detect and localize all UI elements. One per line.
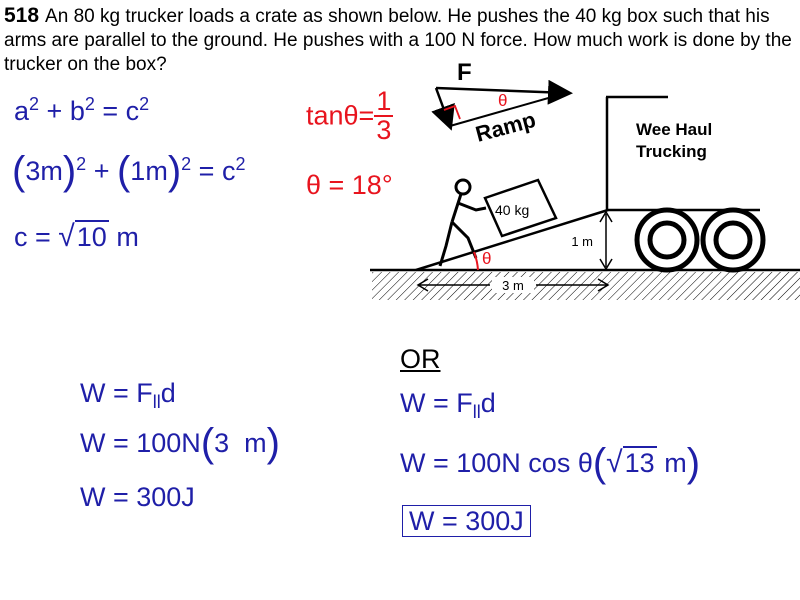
hypotenuse-result: c = √10 m <box>14 220 139 253</box>
work-formula-lhs-right: W = F <box>400 388 473 418</box>
box-mass-label: 40 kg <box>495 202 529 218</box>
c-lhs: c <box>14 222 28 252</box>
tan-numerator: 1 <box>374 86 394 117</box>
problem-number: 518 <box>4 4 40 27</box>
trucker-arm <box>457 201 487 212</box>
ramp-component-line <box>449 92 567 127</box>
c-unit: m <box>116 222 139 252</box>
work-formula-rhs-right: d <box>480 388 496 418</box>
sub-exp-2: 2 <box>181 154 192 174</box>
exp-a: 2 <box>29 94 40 114</box>
right-angle-mark <box>443 104 461 120</box>
solution-right-line1: W = Flld <box>400 388 496 422</box>
term-b: b <box>69 96 85 126</box>
force-label: F <box>457 59 472 86</box>
tan-label: tanθ= <box>306 100 375 131</box>
sqrt-sign-right: √ <box>606 446 623 479</box>
parallel-subscript: ll <box>152 392 161 412</box>
work-distance: 3 m <box>214 428 267 458</box>
parallel-subscript-right: ll <box>472 402 481 422</box>
problem-text: An 80 kg trucker loads a crate as shown … <box>4 6 792 75</box>
solution-left-line2: W = 100N(3 m) <box>80 421 280 465</box>
force-vector-triangle <box>431 79 573 131</box>
pythagorean-substitution: (3m)2 + (1m)2 = c2 <box>12 149 246 193</box>
solution-right-line3: W = 300J <box>402 505 531 537</box>
term-c: c <box>125 96 140 126</box>
work-substitution-lhs: W = 100N <box>80 428 201 458</box>
trucker-figure <box>438 178 487 267</box>
sub-exp-3: 2 <box>235 154 246 174</box>
tan-denominator: 3 <box>376 115 392 145</box>
truck-sign: Wee Haul Trucking <box>636 120 712 161</box>
truck <box>605 95 766 273</box>
truck-wheel-2 <box>700 207 766 273</box>
perpendicular-arrow <box>431 87 455 131</box>
truck-text-line1: Wee Haul <box>636 120 712 139</box>
distance-unit-right: m <box>664 448 687 478</box>
sqrt-radicand-right: 13 <box>622 446 657 478</box>
sub-rhs: c <box>221 156 236 186</box>
sqrt-radicand: 10 <box>74 220 109 252</box>
force-arrow <box>435 79 573 105</box>
sqrt-sign: √ <box>58 220 75 253</box>
trucker-head <box>454 178 472 196</box>
ramp-label: Ramp <box>473 107 539 147</box>
or-text: OR <box>400 344 441 374</box>
pythagorean-equation: a2 + b2 = c2 <box>14 94 150 126</box>
truck-text-line2: Trucking <box>636 142 707 161</box>
theta-bottom-label: θ <box>482 249 491 268</box>
solution-left-line1: W = Flld <box>80 378 176 412</box>
crate-box <box>483 178 558 238</box>
trucker-leg-front <box>450 220 478 259</box>
exp-b: 2 <box>84 94 95 114</box>
final-answer-box: W = 300J <box>402 505 531 537</box>
sub-term-2: 1m <box>130 156 168 186</box>
work-formula-rhs: d <box>160 378 176 408</box>
work-formula-lhs: W = F <box>80 378 153 408</box>
height-label: 1 m <box>571 234 593 249</box>
ramp-line <box>415 208 609 272</box>
base-label: 3 m <box>502 278 524 293</box>
solution-right-line2: W = 100N cos θ(√13 m) <box>400 441 701 485</box>
work-cos-lhs: W = 100N cos θ <box>400 448 593 478</box>
sub-term-1: 3m <box>25 156 63 186</box>
solution-left-line3: W = 300J <box>80 482 195 512</box>
or-label: OR <box>400 344 441 375</box>
sub-exp-1: 2 <box>76 154 87 174</box>
truck-wheel-1 <box>634 207 700 273</box>
trucker-torso <box>450 193 463 223</box>
theta-bottom-arc <box>473 251 479 271</box>
term-a: a <box>14 96 30 126</box>
trucker-leg-back <box>438 221 454 267</box>
exp-c: 2 <box>139 94 150 114</box>
theta-top-label: θ <box>498 91 507 110</box>
theta-result: θ = 18° <box>306 170 393 200</box>
ground-hatching <box>372 272 800 300</box>
